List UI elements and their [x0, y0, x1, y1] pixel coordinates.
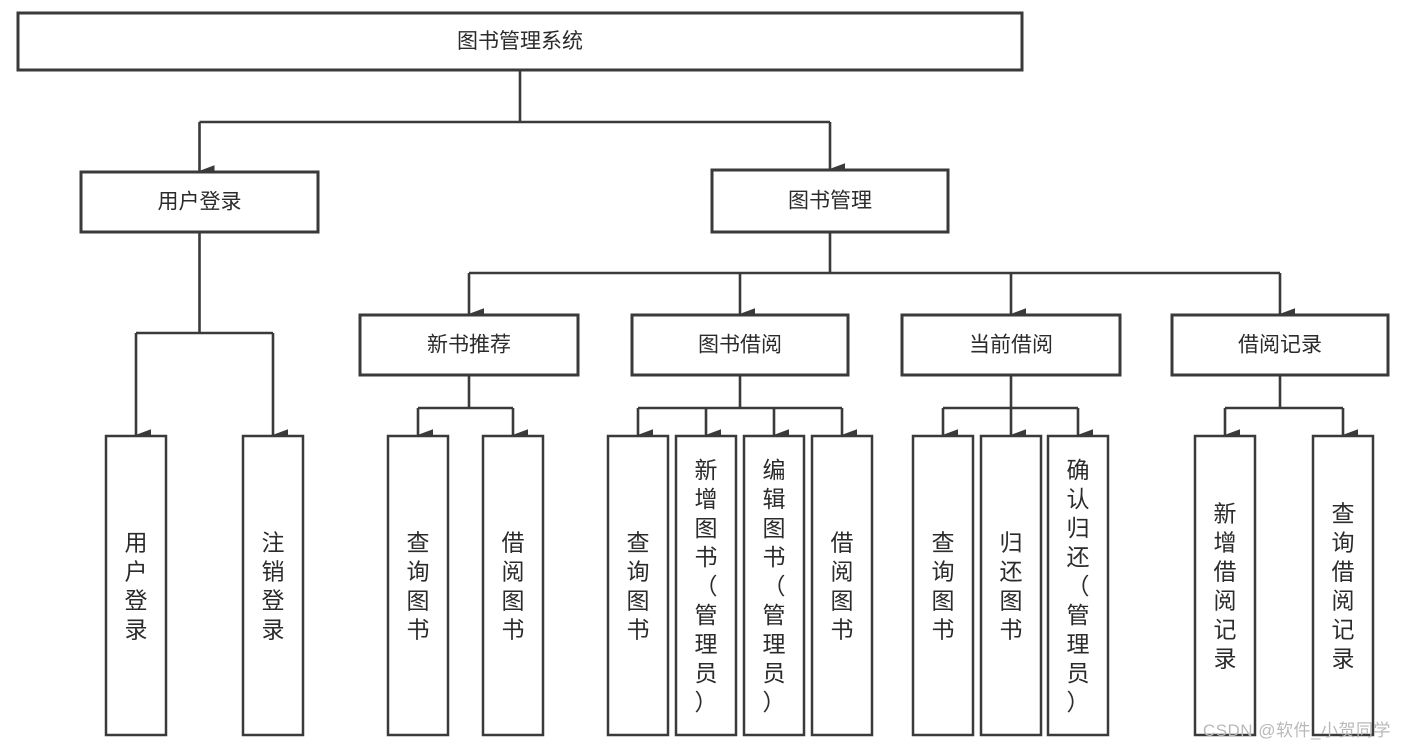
node-borrow-record[interactable]: 借阅记录: [1170, 313, 1390, 377]
connector-layer: [134, 70, 1358, 441]
node-leaf-query-borrow-record-box[interactable]: [1311, 434, 1375, 737]
node-leaf-add-book-admin[interactable]: 新增图书（管理员）: [674, 434, 738, 737]
node-leaf-confirm-return-admin-label: 确认归还（管理员）: [1067, 457, 1090, 715]
node-user-login-label: 用户登录: [158, 191, 242, 214]
node-root-label: 图书管理系统: [457, 30, 583, 53]
node-leaf-query-book-current[interactable]: 查询图书: [911, 434, 975, 737]
node-leaf-query-book-current-box[interactable]: [911, 434, 975, 737]
watermark-label: CSDN @软件_小贺同学: [1202, 721, 1391, 740]
node-leaf-confirm-return-admin-box[interactable]: [1046, 434, 1110, 737]
node-new-book-recommend-label: 新书推荐: [427, 334, 511, 357]
node-leaf-return-book-label: 归还图书: [1000, 530, 1023, 643]
node-leaf-edit-book-admin-label: 编辑图书（管理员）: [763, 457, 786, 715]
node-borrow-record-box[interactable]: [1170, 313, 1390, 377]
node-book-borrow[interactable]: 图书借阅: [630, 313, 850, 377]
node-leaf-query-book-current-label: 查询图书: [932, 530, 955, 643]
node-leaf-add-borrow-record-label: 新增借阅记录: [1214, 501, 1237, 672]
node-leaf-user-login-label: 用户登录: [125, 530, 148, 643]
node-leaf-query-book-borrow[interactable]: 查询图书: [606, 434, 670, 737]
node-leaf-add-borrow-record-box[interactable]: [1193, 434, 1257, 737]
node-current-borrow-label: 当前借阅: [969, 334, 1053, 357]
node-leaf-borrow-book[interactable]: 借阅图书: [810, 434, 874, 737]
node-leaf-logout-box[interactable]: [241, 434, 305, 737]
node-leaf-query-book-borrow-box[interactable]: [606, 434, 670, 737]
node-user-login-box[interactable]: [79, 170, 320, 234]
node-leaf-query-book-rec[interactable]: 查询图书: [386, 434, 450, 737]
node-borrow-record-label: 借阅记录: [1238, 334, 1322, 357]
node-leaf-return-book[interactable]: 归还图书: [979, 434, 1043, 737]
node-leaf-add-book-admin-box[interactable]: [674, 434, 738, 737]
node-leaf-borrow-book-rec[interactable]: 借阅图书: [481, 434, 545, 737]
node-current-borrow[interactable]: 当前借阅: [900, 313, 1122, 377]
node-book-management-label: 图书管理: [788, 190, 872, 213]
node-book-borrow-label: 图书借阅: [698, 334, 782, 357]
node-leaf-edit-book-admin-box[interactable]: [742, 434, 806, 737]
node-leaf-borrow-book-box[interactable]: [810, 434, 874, 737]
node-leaf-borrow-book-rec-label: 借阅图书: [502, 530, 525, 643]
node-book-borrow-box[interactable]: [630, 313, 850, 377]
node-leaf-logout[interactable]: 注销登录: [241, 434, 305, 737]
node-user-login[interactable]: 用户登录: [79, 170, 320, 234]
node-leaf-query-book-borrow-label: 查询图书: [627, 530, 650, 643]
node-leaf-query-book-rec-label: 查询图书: [407, 530, 430, 643]
node-leaf-borrow-book-rec-box[interactable]: [481, 434, 545, 737]
node-root-box[interactable]: [16, 11, 1024, 72]
node-root[interactable]: 图书管理系统: [16, 11, 1024, 72]
node-leaf-user-login-box[interactable]: [104, 434, 168, 737]
node-new-book-recommend[interactable]: 新书推荐: [358, 313, 580, 377]
node-leaf-query-borrow-record[interactable]: 查询借阅记录: [1311, 434, 1375, 737]
node-leaf-query-book-rec-box[interactable]: [386, 434, 450, 737]
node-book-management[interactable]: 图书管理: [710, 168, 950, 234]
node-leaf-return-book-box[interactable]: [979, 434, 1043, 737]
node-leaf-borrow-book-label: 借阅图书: [831, 530, 854, 643]
node-leaf-add-borrow-record[interactable]: 新增借阅记录: [1193, 434, 1257, 737]
node-book-management-box[interactable]: [710, 168, 950, 234]
node-leaf-query-borrow-record-label: 查询借阅记录: [1332, 501, 1355, 672]
node-current-borrow-box[interactable]: [900, 313, 1122, 377]
node-leaf-add-book-admin-label: 新增图书（管理员）: [695, 457, 718, 715]
node-leaf-logout-label: 注销登录: [262, 530, 285, 643]
node-leaf-user-login[interactable]: 用户登录: [104, 434, 168, 737]
node-leaf-confirm-return-admin[interactable]: 确认归还（管理员）: [1046, 434, 1110, 737]
node-leaf-edit-book-admin[interactable]: 编辑图书（管理员）: [742, 434, 806, 737]
node-layer: 图书管理系统用户登录图书管理新书推荐图书借阅当前借阅借阅记录用户登录注销登录查询…: [16, 11, 1390, 737]
node-new-book-recommend-box[interactable]: [358, 313, 580, 377]
